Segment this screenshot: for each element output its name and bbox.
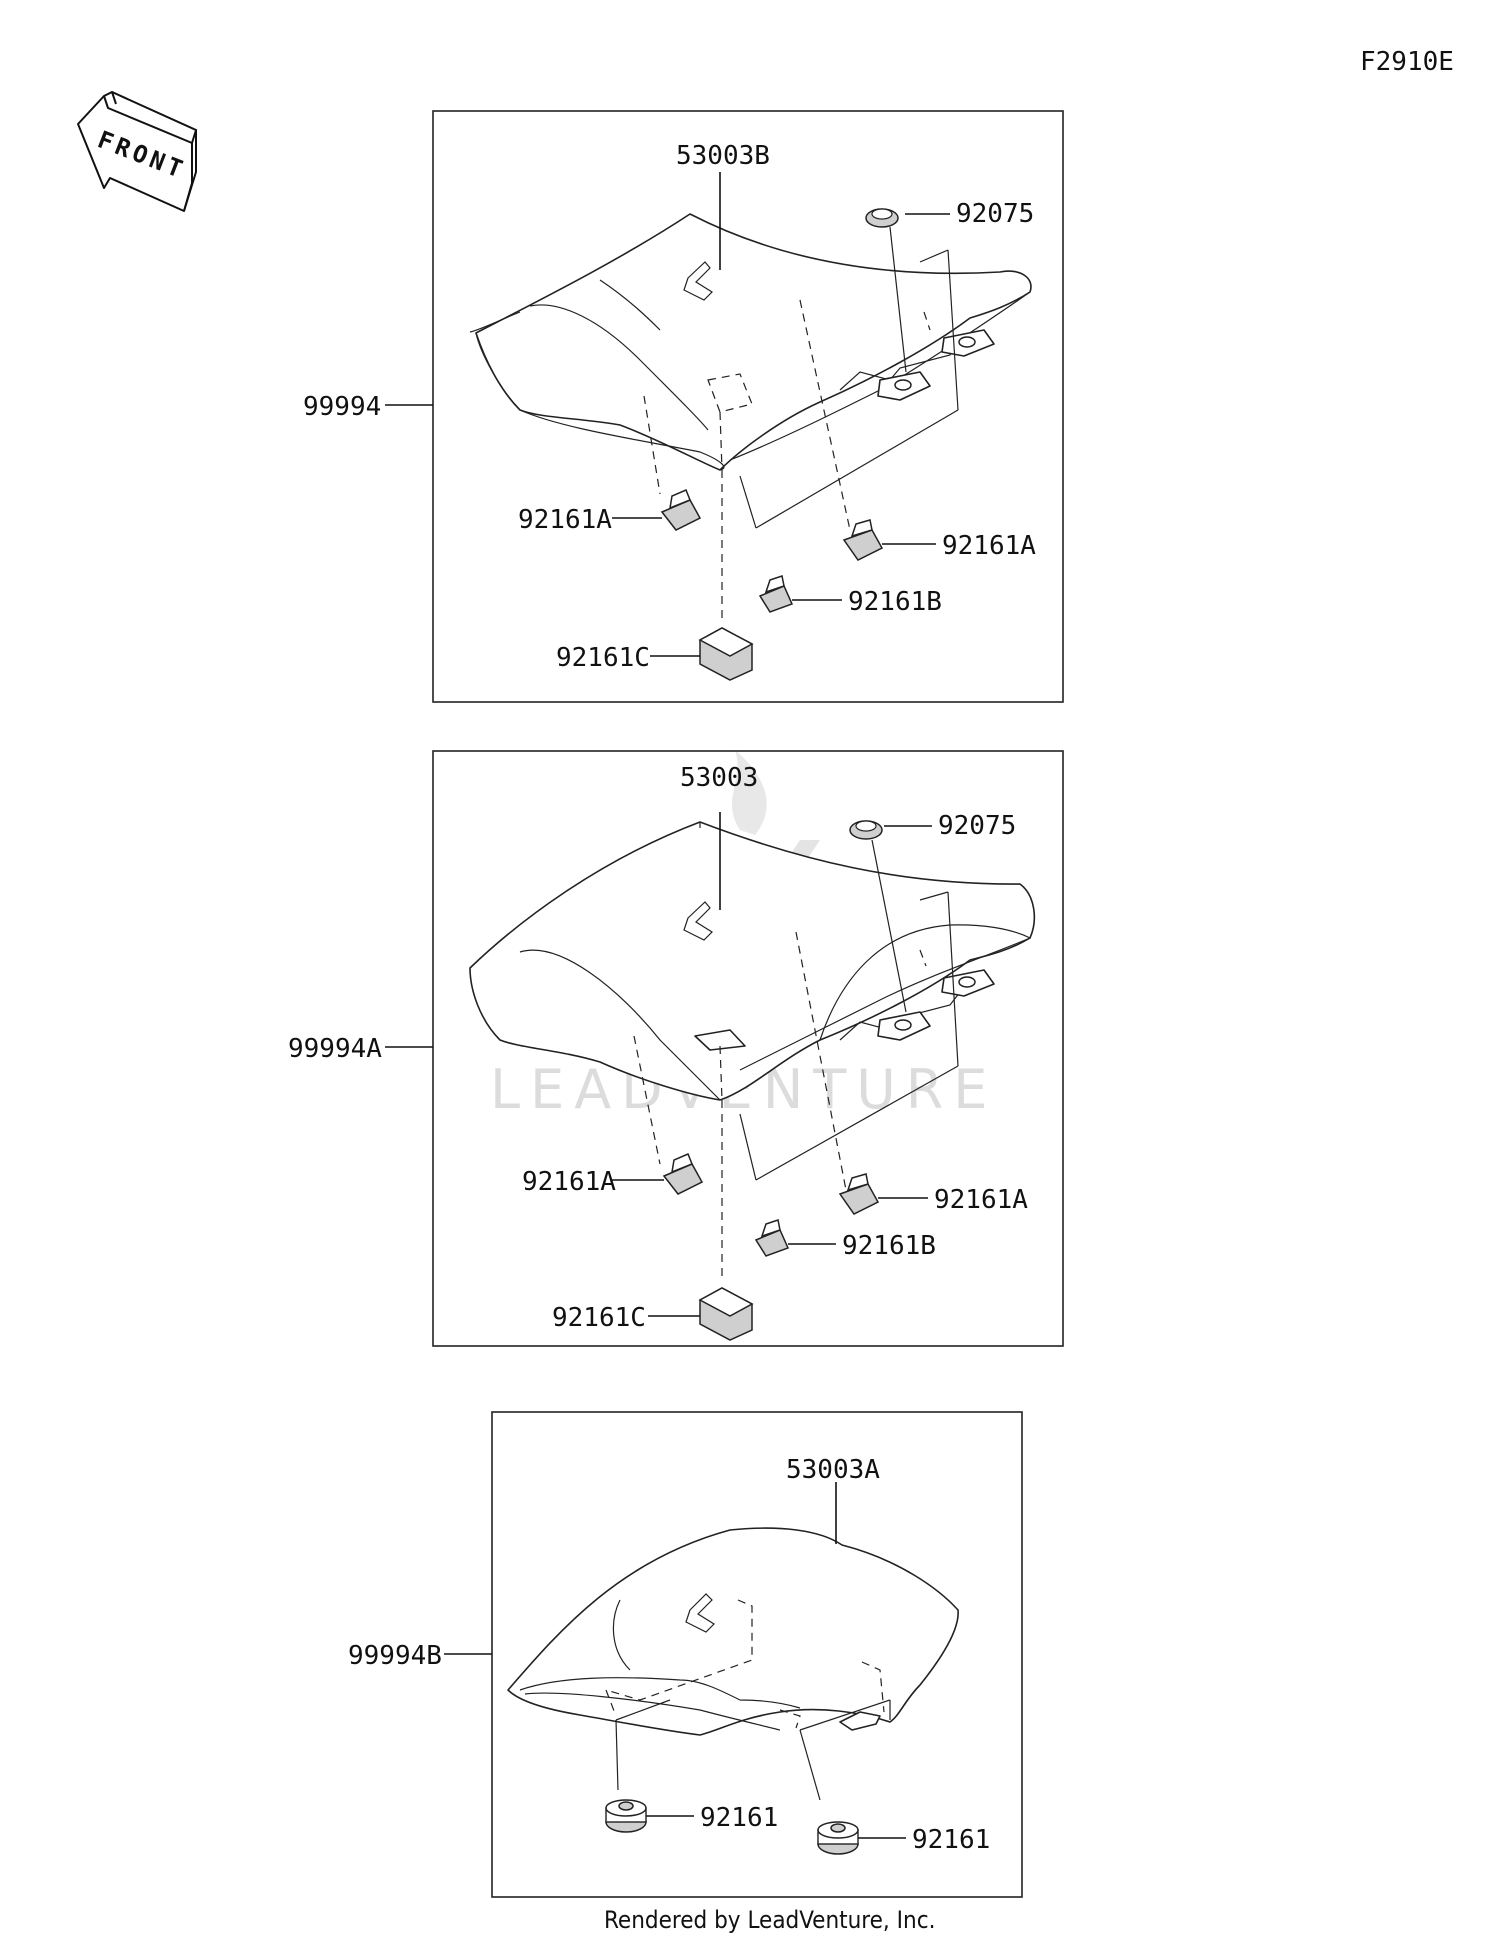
part-label-grommet: 92075 — [938, 811, 1016, 841]
part-label-cover: 53003B — [676, 141, 770, 171]
group-99994: 99994 — [303, 110, 1064, 703]
group-frame — [432, 750, 1064, 1347]
part-label-cover: 53003 — [680, 763, 758, 793]
damper-icon — [842, 519, 884, 561]
damper-icon — [817, 1821, 859, 1855]
damper-block-icon — [698, 627, 754, 681]
diagram-code: F2910E — [1360, 47, 1454, 77]
part-label-damper-right: 92161A — [942, 531, 1036, 561]
part-label-grommet: 92075 — [956, 199, 1034, 229]
part-label-damper-left: 92161A — [522, 1167, 616, 1197]
part-label-damper-left: 92161 — [700, 1803, 778, 1833]
damper-icon — [838, 1173, 880, 1215]
damper-icon — [660, 489, 702, 531]
group-99994A: 99994A — [288, 750, 1064, 1347]
part-label-damper-right: 92161 — [912, 1825, 990, 1855]
part-label-damper-left: 92161A — [518, 505, 612, 535]
part-label-damper-center: 92161B — [848, 587, 942, 617]
assembly-label: 99994 — [303, 392, 381, 422]
seat-illustration — [507, 1482, 959, 1801]
front-arrow-icon: FRONT — [77, 90, 198, 212]
grommet-icon — [849, 820, 883, 840]
grommet-icon — [865, 208, 899, 228]
part-label-damper-right: 92161A — [934, 1185, 1028, 1215]
damper-block-icon — [698, 1287, 754, 1341]
part-label-damper-block: 92161C — [556, 643, 650, 673]
group-frame — [432, 110, 1064, 703]
seat-illustration — [469, 812, 1036, 1280]
assembly-label: 99994B — [348, 1641, 442, 1671]
footer-credit: Rendered by LeadVenture, Inc. — [604, 1906, 935, 1934]
part-label-damper-center: 92161B — [842, 1231, 936, 1261]
group-99994B: 99994B — [348, 1411, 1023, 1898]
damper-icon — [605, 1799, 647, 1833]
damper-icon — [758, 575, 794, 613]
part-label-damper-block: 92161C — [552, 1303, 646, 1333]
part-label-cover: 53003A — [786, 1455, 880, 1485]
seat-illustration — [469, 172, 1032, 620]
damper-icon — [754, 1219, 790, 1257]
assembly-label: 99994A — [288, 1034, 382, 1064]
damper-icon — [662, 1153, 704, 1195]
